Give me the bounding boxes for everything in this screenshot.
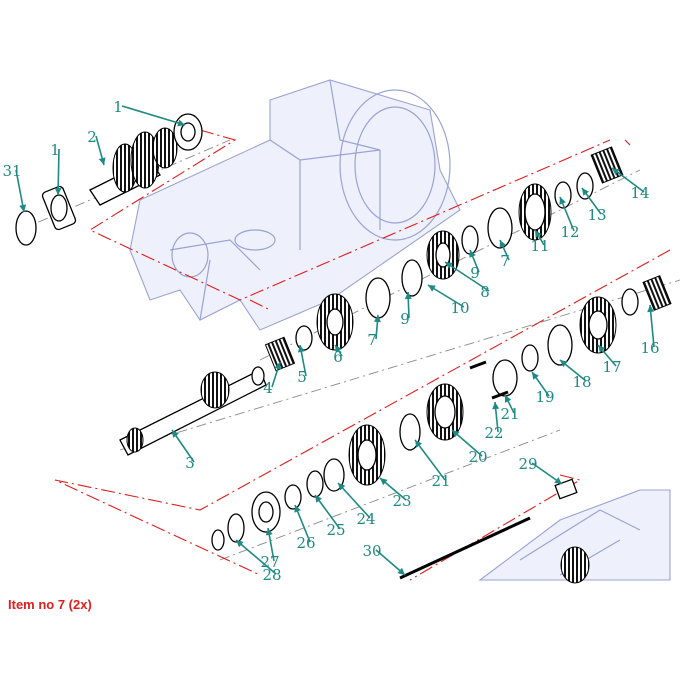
leader-arrowhead <box>335 345 342 353</box>
item-note: Item no 7 (2x) <box>8 597 92 612</box>
callout-2: 2 <box>87 128 97 146</box>
callout-8: 8 <box>480 283 490 301</box>
leader-arrowhead <box>505 395 512 403</box>
leader-arrowhead <box>404 292 412 300</box>
leader-arrowhead <box>492 402 500 410</box>
leader-arrowhead <box>54 187 62 195</box>
callout-21: 21 <box>500 405 519 423</box>
leader-arrowhead <box>612 168 620 175</box>
leader-arrowhead <box>338 483 346 491</box>
leader-arrowhead <box>445 262 453 269</box>
callout-16: 16 <box>640 339 659 357</box>
leader-arrowhead <box>499 240 507 248</box>
callout-18: 18 <box>572 373 591 391</box>
leader-arrowhead <box>535 230 542 238</box>
callout-4: 4 <box>263 379 273 397</box>
callout-1: 1 <box>50 141 60 159</box>
callout-24: 24 <box>356 510 375 528</box>
bottom-shaft-parts <box>399 478 590 584</box>
leader-arrowhead <box>274 362 282 370</box>
callout-30: 30 <box>362 542 381 560</box>
callout-20: 20 <box>468 448 487 466</box>
leader-line <box>15 169 25 213</box>
leader-arrowhead <box>397 567 405 575</box>
lower-gear-row <box>211 275 672 551</box>
callout-7: 7 <box>500 252 510 270</box>
callout-27: 27 <box>260 553 279 571</box>
leader-arrowhead <box>265 528 273 536</box>
leader-arrowhead <box>297 345 305 353</box>
callout-1: 1 <box>113 98 123 116</box>
leader-arrowhead <box>294 505 301 513</box>
callout-13: 13 <box>587 206 606 224</box>
leader-line <box>414 439 446 481</box>
leader-arrowhead <box>469 250 476 258</box>
leader-arrowhead <box>236 540 244 548</box>
leader-arrowhead <box>315 495 322 503</box>
leader-arrowhead <box>172 430 179 438</box>
leader-arrowhead <box>647 305 655 313</box>
leader-arrowhead <box>582 188 589 196</box>
callout-labels: 1231114131211798109765431617181921222021… <box>2 98 659 584</box>
callout-9: 9 <box>470 264 480 282</box>
leader-line <box>649 304 655 348</box>
callout-19: 19 <box>535 388 554 406</box>
callout-11: 11 <box>530 237 549 255</box>
callout-5: 5 <box>297 368 307 386</box>
callout-14: 14 <box>630 184 649 202</box>
housing-ghost-upper <box>129 79 461 331</box>
callout-12: 12 <box>560 223 579 241</box>
callout-9: 9 <box>400 310 410 328</box>
leader-arrowhead <box>373 315 381 323</box>
leader-arrowhead <box>532 372 539 380</box>
leader-lines <box>15 105 655 576</box>
callout-22: 22 <box>484 424 503 442</box>
leader-line <box>337 482 371 519</box>
leader-arrowhead <box>380 478 388 486</box>
callout-21: 21 <box>431 472 450 490</box>
leader-arrowhead <box>559 197 566 205</box>
leader-arrowhead <box>19 204 27 212</box>
callout-25: 25 <box>326 521 345 539</box>
callout-17: 17 <box>602 358 621 376</box>
leader-line <box>444 261 490 292</box>
leader-arrowhead <box>428 285 436 292</box>
leader-arrowhead <box>415 440 422 448</box>
callout-23: 23 <box>392 492 411 510</box>
callout-3: 3 <box>185 454 195 472</box>
callout-31: 31 <box>2 162 21 180</box>
callout-7: 7 <box>367 331 377 349</box>
callout-10: 10 <box>450 299 469 317</box>
explode-lines <box>54 129 671 581</box>
leader-arrowhead <box>560 360 568 368</box>
leader-line <box>57 148 60 196</box>
upper-gear-row <box>264 146 624 372</box>
callout-29: 29 <box>518 455 537 473</box>
leader-line <box>314 494 341 530</box>
exploded-parts-diagram: 1231114131211798109765431617181921222021… <box>2 79 681 584</box>
leader-arrowhead <box>598 345 606 353</box>
callout-28: 28 <box>262 566 281 584</box>
leader-line <box>235 539 277 575</box>
callout-6: 6 <box>333 348 343 366</box>
main-shaft <box>119 366 267 456</box>
leader-arrowhead <box>554 477 562 484</box>
leader-arrowhead <box>452 430 460 438</box>
leader-arrowhead <box>177 119 185 127</box>
leader-arrowhead <box>98 157 106 165</box>
callout-26: 26 <box>296 534 315 552</box>
leader-line <box>427 284 465 308</box>
leader-line <box>121 105 186 126</box>
